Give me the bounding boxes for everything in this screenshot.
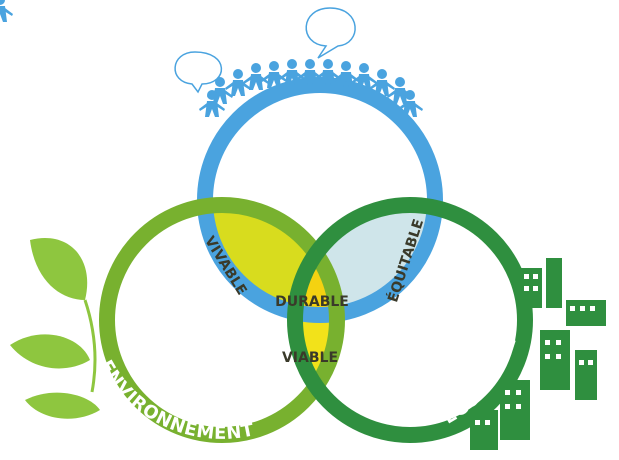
leaves-icon <box>10 238 100 419</box>
durable-label: DURABLE <box>275 294 349 310</box>
buildings-icon <box>470 258 606 450</box>
vivable-zone <box>205 205 337 315</box>
environnement-label-wrapper: ENVIRONNEMENT <box>95 357 256 444</box>
economie-ring <box>287 197 533 443</box>
equitable-zone <box>295 205 435 315</box>
intersection-fills <box>205 205 435 435</box>
viable-label: VIABLE <box>282 350 338 366</box>
environnement-label: ENVIRONNEMENT <box>95 357 256 444</box>
people-chain-icon <box>0 0 423 117</box>
environnement-ring <box>99 197 345 443</box>
social-label: SOCIAL <box>282 101 359 122</box>
speech-bubble-icon <box>174 7 356 94</box>
